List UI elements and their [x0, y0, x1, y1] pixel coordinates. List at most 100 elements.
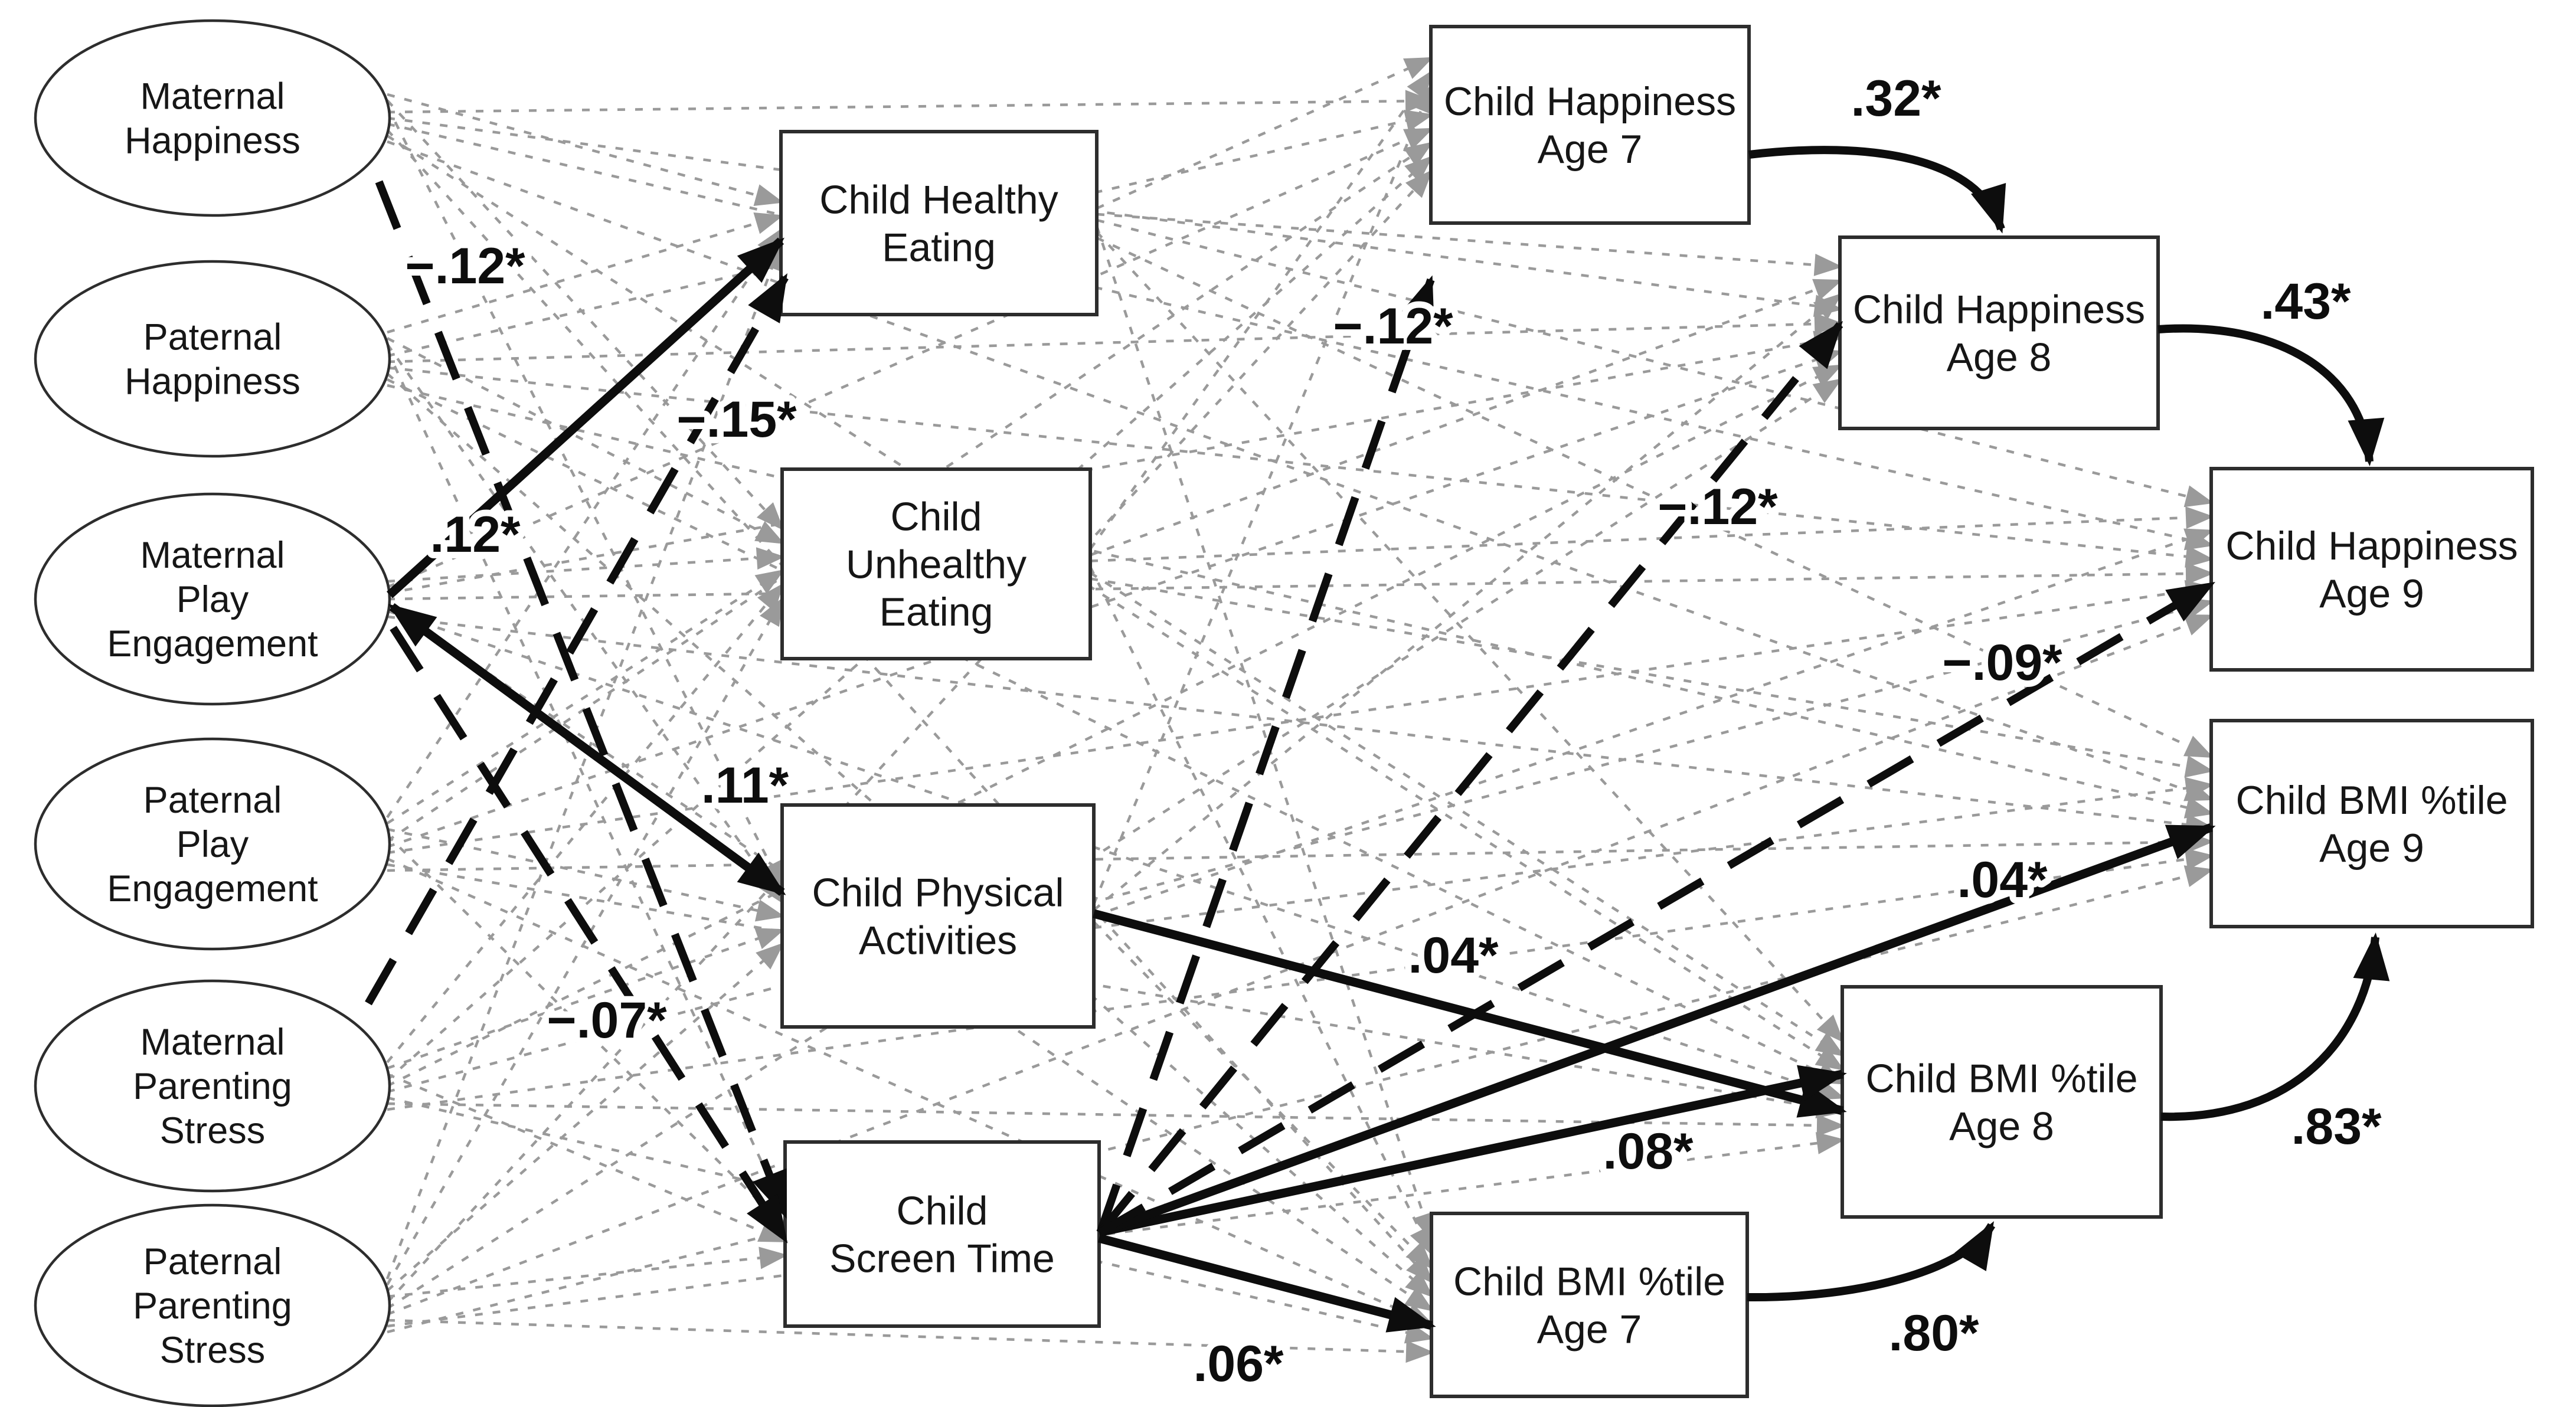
child-happiness-9-box: [2209, 467, 2534, 672]
path-child-healthy-eating-to-child-happiness-8: [1096, 212, 1843, 276]
child-happiness-7-box: [1429, 25, 1751, 225]
coefficient-child-screen-time-to-child-bmi-8: .08*: [1603, 1123, 1694, 1180]
path-maternal-play-engagement-to-child-bmi-8: [387, 609, 1845, 1100]
path-child-physical-activities-to-child-bmi-9: [1093, 777, 2214, 930]
maternal-happiness-ellipse: [34, 19, 391, 217]
coefficient-child-bmi-7-to-child-bmi-8: .80*: [1888, 1305, 1979, 1362]
path-child-healthy-eating-to-child-bmi-8: [1096, 231, 1845, 1043]
path-child-screen-time-to-child-happiness-8: [1097, 320, 1843, 1235]
path-child-happiness-8-to-child-happiness-9: [2157, 324, 2385, 466]
path-maternal-parenting-stress-to-child-happiness-9: [387, 597, 2214, 1094]
child-bmi-8-box: [1841, 985, 2163, 1219]
path-maternal-parenting-stress-to-child-happiness-8: [387, 364, 1843, 1088]
path-maternal-happiness-to-child-bmi-7: [386, 129, 1434, 1284]
path-maternal-play-engagement-to-child-happiness-7: [387, 127, 1434, 589]
path-maternal-play-engagement-to-child-screen-time: [390, 626, 789, 1244]
path-maternal-play-engagement-to-child-happiness-8: [387, 331, 1843, 595]
path-paternal-play-engagement-to-child-physical-activities: [387, 827, 785, 922]
child-bmi-7-box: [1430, 1212, 1749, 1398]
path-maternal-play-engagement-to-child-physical-activities: [388, 603, 786, 896]
path-paternal-play-engagement-to-child-happiness-9: [387, 580, 2214, 855]
coefficient-child-screen-time-to-child-happiness-8: −.12*: [1658, 479, 1778, 535]
coefficient-child-screen-time-to-child-happiness-9: −.09*: [1942, 634, 2062, 691]
coefficient-maternal-play-engagement-to-child-healthy-eating: .12*: [430, 506, 521, 563]
path-paternal-play-engagement-to-child-screen-time: [386, 834, 787, 1229]
path-maternal-play-engagement-to-child-bmi-7: [386, 604, 1434, 1312]
nonsignificant-paths-layer: [385, 57, 2214, 1363]
path-maternal-play-engagement-to-child-unhealthy-eating: [387, 547, 785, 583]
path-child-healthy-eating-to-child-bmi-7: [1095, 225, 1434, 1242]
path-child-physical-activities-to-child-happiness-8: [1093, 293, 1842, 911]
path-maternal-happiness-to-child-healthy-eating: [387, 93, 784, 207]
paternal-happiness-ellipse: [34, 260, 391, 458]
path-maternal-play-engagement-to-child-happiness-9: [387, 562, 2214, 601]
path-maternal-parenting-stress-to-child-bmi-8: [387, 1102, 1845, 1137]
coefficient-child-physical-activities-to-child-bmi-8: .04*: [1408, 927, 1499, 984]
path-maternal-happiness-to-child-happiness-8: [387, 116, 1843, 318]
path-paternal-happiness-to-child-happiness-8: [387, 312, 1843, 364]
coefficient-child-happiness-8-to-child-happiness-9: .43*: [2260, 273, 2351, 330]
coefficient-maternal-play-engagement-to-child-physical-activities: .11*: [701, 757, 789, 814]
path-maternal-play-engagement-to-child-healthy-eating: [386, 237, 784, 598]
significant-paths-layer: [365, 146, 2390, 1333]
path-child-screen-time-to-child-bmi-7: [1098, 1233, 1436, 1333]
path-maternal-parenting-stress-to-child-screen-time: [387, 1072, 788, 1243]
path-child-bmi-8-to-child-bmi-9: [2160, 932, 2390, 1121]
child-bmi-9-box: [2209, 719, 2534, 928]
path-paternal-happiness-to-child-bmi-8: [387, 378, 1845, 1085]
path-child-unhealthy-eating-to-child-bmi-8: [1089, 571, 1845, 1057]
path-child-unhealthy-eating-to-child-bmi-7: [1088, 566, 1433, 1256]
path-paternal-play-engagement-to-child-bmi-7: [387, 857, 1434, 1326]
path-child-bmi-7-to-child-bmi-8: [1747, 1221, 1996, 1302]
coefficient-maternal-happiness-to-child-screen-time: −.12*: [405, 238, 525, 295]
path-child-physical-activities-to-child-happiness-7: [1092, 84, 1433, 905]
path-paternal-play-engagement-to-child-bmi-8: [387, 863, 1845, 1119]
child-healthy-eating-box: [779, 130, 1099, 316]
path-maternal-happiness-to-child-unhealthy-eating: [386, 99, 784, 531]
path-paternal-parenting-stress-to-child-screen-time: [387, 1246, 788, 1298]
path-child-healthy-eating-to-child-happiness-7: [1096, 57, 1434, 210]
path-paternal-happiness-to-child-healthy-eating: [387, 212, 784, 334]
path-maternal-parenting-stress-to-child-bmi-9: [387, 848, 2214, 1111]
path-child-healthy-eating-to-child-happiness-9: [1096, 218, 2214, 508]
path-child-unhealthy-eating-to-child-bmi-9: [1090, 577, 2214, 778]
coefficient-child-screen-time-to-child-bmi-9: .04*: [1957, 852, 2048, 908]
path-paternal-parenting-stress-to-child-happiness-8: [386, 378, 1843, 1310]
path-maternal-happiness-to-child-screen-time: [375, 180, 789, 1219]
path-paternal-parenting-stress-to-child-happiness-7: [386, 169, 1433, 1304]
paternal-parenting-stress-ellipse: [34, 1203, 391, 1407]
maternal-play-engagement-ellipse: [34, 492, 391, 706]
path-maternal-parenting-stress-to-child-healthy-eating: [365, 273, 789, 1006]
path-child-screen-time-to-child-bmi-8: [1098, 1065, 1847, 1237]
coefficient-child-screen-time-to-child-bmi-7: .06*: [1193, 1336, 1284, 1392]
coefficient-child-bmi-8-to-child-bmi-9: .83*: [2291, 1098, 2382, 1155]
coefficient-maternal-parenting-stress-to-child-healthy-eating: −.15*: [676, 391, 797, 448]
child-screen-time-box: [783, 1140, 1101, 1328]
